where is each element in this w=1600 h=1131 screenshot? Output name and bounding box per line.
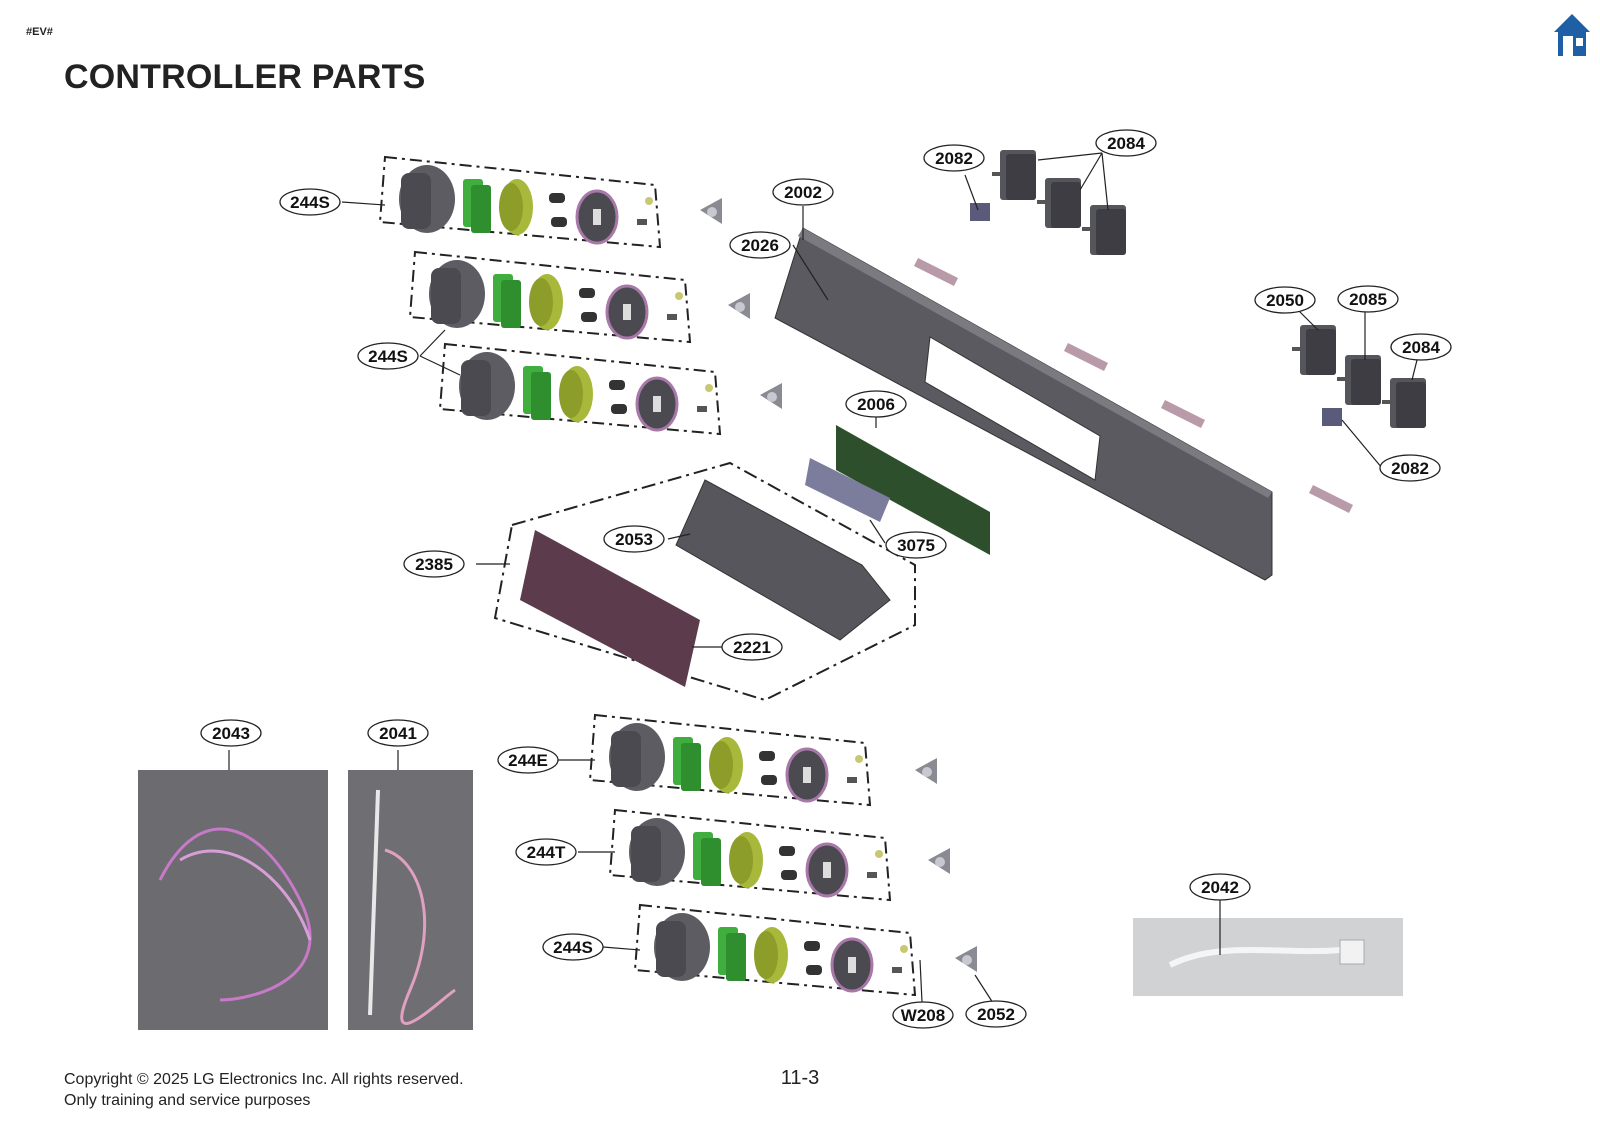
svg-text:2042: 2042 [1201,878,1239,897]
callout-2042: 2042 [1189,873,1251,901]
svg-text:2043: 2043 [212,724,250,743]
callout-2043: 2043 [200,719,262,747]
svg-text:2084: 2084 [1107,134,1145,153]
callout-2050: 2050 [1254,286,1316,314]
callout-244e: 244E [497,746,559,774]
svg-text:W208: W208 [901,1006,945,1025]
svg-text:244E: 244E [508,751,548,770]
page-number: 11-3 [780,1067,820,1089]
callout-3075: 3075 [885,531,947,559]
svg-text:2052: 2052 [977,1005,1015,1024]
svg-text:2041: 2041 [379,724,417,743]
copyright-text: Copyright © 2025 LG Electronics Inc. All… [64,1071,464,1088]
callout-2084-top: 2084 [1095,129,1157,157]
callout-2385: 2385 [403,550,465,578]
callout-244s-top: 244S [279,188,341,216]
svg-text:2053: 2053 [615,530,653,549]
callout-244s-bottom: 244S [542,933,604,961]
svg-text:2085: 2085 [1349,290,1387,309]
svg-text:2026: 2026 [741,236,779,255]
document-tag: #EV# [26,26,53,38]
svg-text:244S: 244S [290,193,330,212]
callout-2082-right: 2082 [1379,454,1441,482]
callout-2085: 2085 [1337,285,1399,313]
callout-244t: 244T [515,838,577,866]
callout-2052: 2052 [965,1000,1027,1028]
svg-text:2082: 2082 [1391,459,1429,478]
callout-2006: 2006 [845,390,907,418]
callout-2082-top: 2082 [923,144,985,172]
svg-text:244S: 244S [368,347,408,366]
callout-2053: 2053 [603,525,665,553]
svg-text:244S: 244S [553,938,593,957]
home-icon[interactable] [1552,12,1592,58]
svg-text:2082: 2082 [935,149,973,168]
callout-2041: 2041 [367,719,429,747]
callout-244s-middle: 244S [357,342,419,370]
callout-2084-right: 2084 [1390,333,1452,361]
page-title: CONTROLLER PARTS [64,58,426,96]
callout-2002: 2002 [772,178,834,206]
purpose-text: Only training and service purposes [64,1092,311,1109]
svg-text:2084: 2084 [1402,338,1440,357]
callout-2221: 2221 [721,633,783,661]
callout-w208: W208 [892,1001,954,1029]
svg-text:2221: 2221 [733,638,771,657]
svg-text:2002: 2002 [784,183,822,202]
svg-text:244T: 244T [527,843,566,862]
callout-2026: 2026 [729,231,791,259]
svg-text:2006: 2006 [857,395,895,414]
svg-text:2385: 2385 [415,555,453,574]
svg-text:3075: 3075 [897,536,935,555]
svg-text:2050: 2050 [1266,291,1304,310]
footer: Copyright © 2025 LG Electronics Inc. All… [64,1069,464,1111]
